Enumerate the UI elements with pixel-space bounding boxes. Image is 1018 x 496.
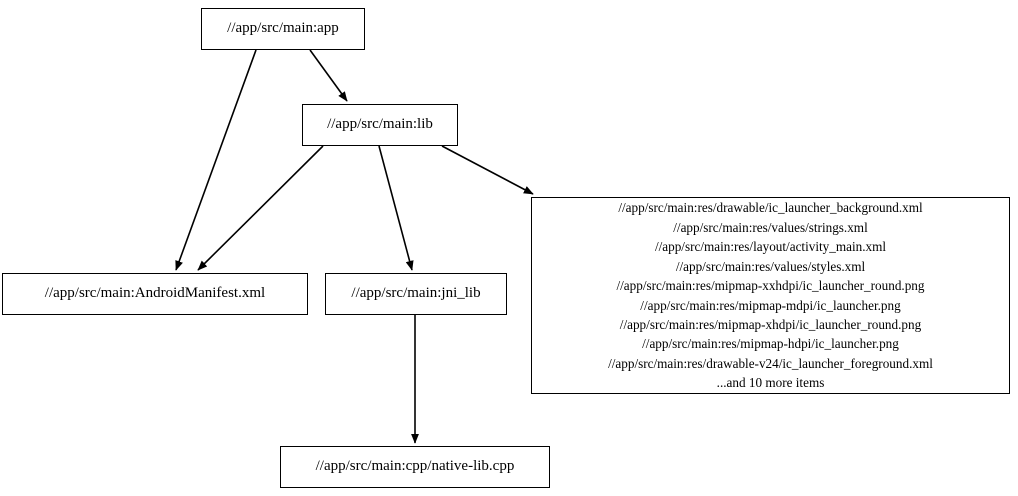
graph-node-lib-label: //app/src/main:lib: [327, 116, 433, 133]
graph-node-native-lib-cpp[interactable]: //app/src/main:cpp/native-lib.cpp: [280, 446, 550, 488]
graph-node-jni-lib-label: //app/src/main:jni_lib: [351, 285, 481, 302]
edge-lib-to-manifest: [197, 145, 324, 271]
graph-node-lib[interactable]: //app/src/main:lib: [302, 104, 458, 146]
edge-lib-to-res-group: [441, 145, 534, 195]
graph-node-app[interactable]: //app/src/main:app: [201, 8, 365, 50]
graph-node-resources-group[interactable]: //app/src/main:res/drawable/ic_launcher_…: [531, 197, 1010, 394]
graph-node-app-label: //app/src/main:app: [227, 20, 339, 37]
edge-app-to-manifest: [175, 49, 257, 271]
graph-node-native-lib-cpp-label: //app/src/main:cpp/native-lib.cpp: [315, 458, 515, 475]
edge-app-to-lib: [309, 49, 348, 102]
graph-node-android-manifest[interactable]: //app/src/main:AndroidManifest.xml: [2, 273, 308, 315]
graph-node-jni-lib[interactable]: //app/src/main:jni_lib: [325, 273, 507, 315]
graph-node-android-manifest-label: //app/src/main:AndroidManifest.xml: [44, 285, 266, 302]
graph-node-resources-group-label: //app/src/main:res/drawable/ic_launcher_…: [608, 200, 933, 391]
edge-lib-to-jni-lib: [378, 145, 414, 271]
